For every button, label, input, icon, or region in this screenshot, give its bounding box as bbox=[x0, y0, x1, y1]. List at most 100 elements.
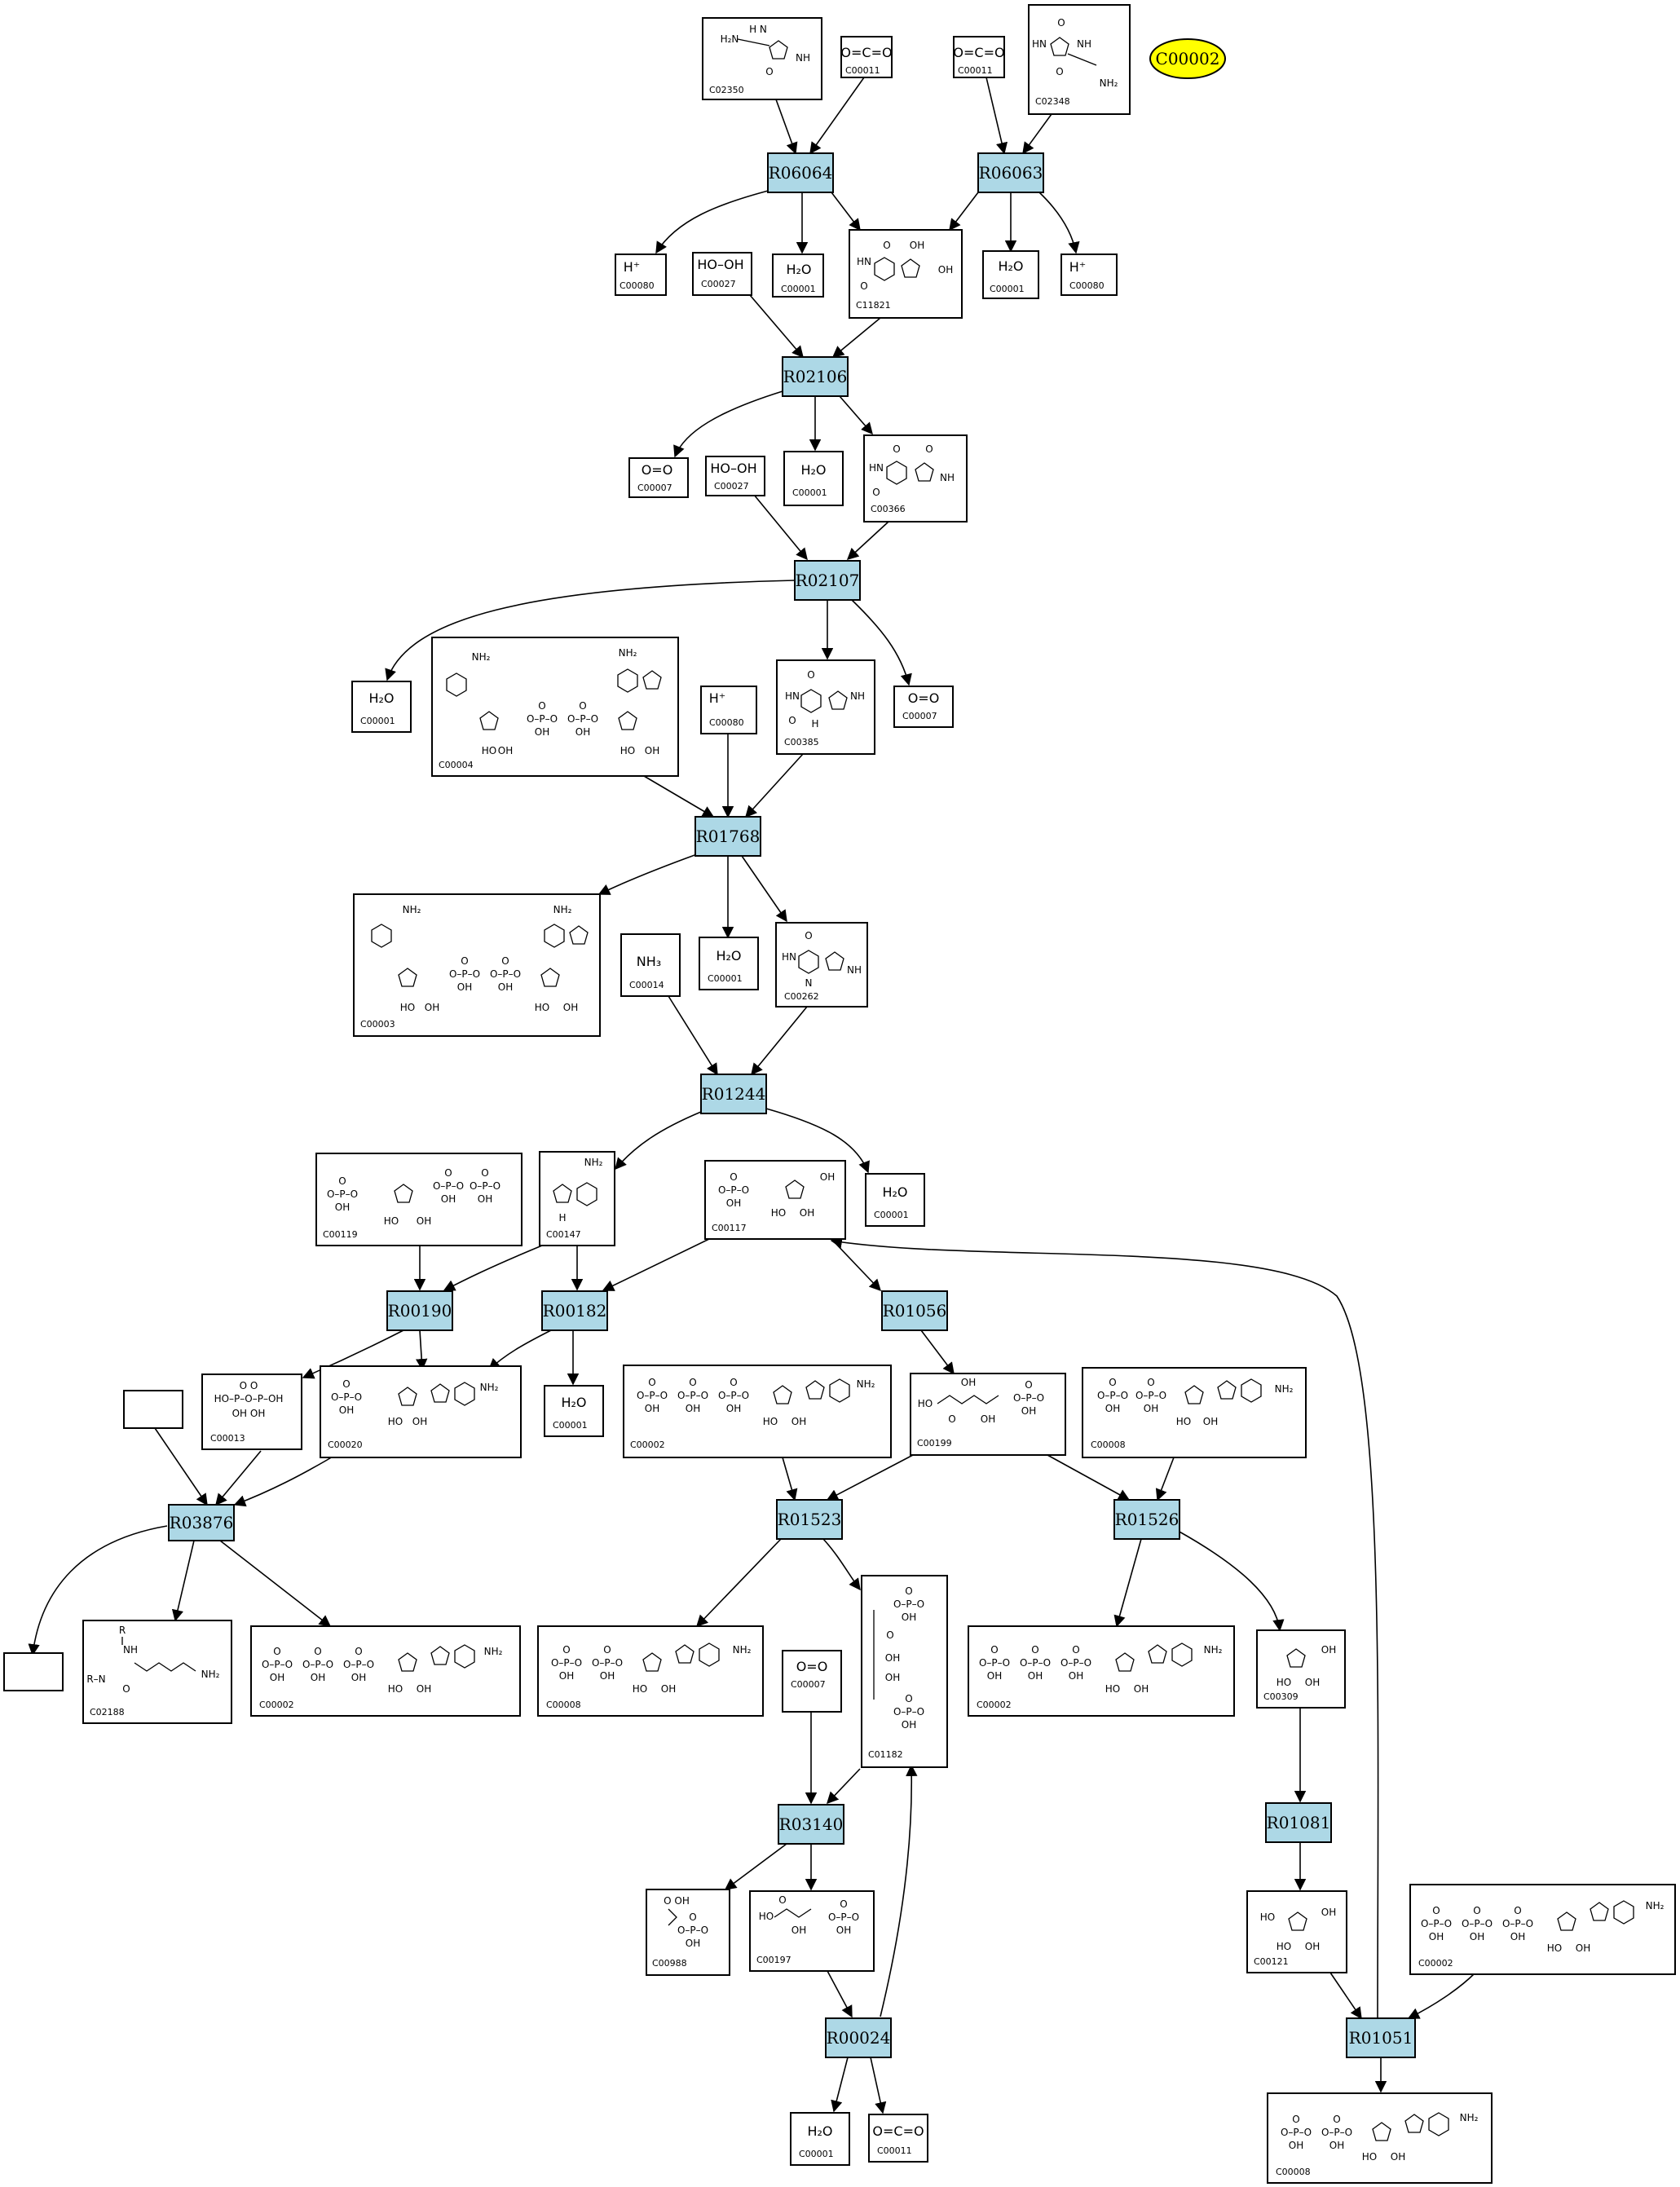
svg-text:NH₂: NH₂ bbox=[201, 1669, 220, 1680]
reaction-r02106[interactable]: R02106 bbox=[782, 356, 849, 397]
compound-c00197[interactable]: HO O OH C00197 bbox=[749, 1890, 875, 1972]
compound-c00011b[interactable]: O=C=O C00011 bbox=[953, 36, 1005, 78]
compound-c00262[interactable]: O HN NH N C00262 bbox=[775, 922, 868, 1008]
highlight-c00002[interactable]: C00002 bbox=[1149, 38, 1226, 79]
reaction-r01526[interactable]: R01526 bbox=[1113, 1499, 1180, 1540]
edge-c00117-r00182 bbox=[602, 1238, 710, 1291]
compound-c00117[interactable]: OH HO OH C00117 bbox=[704, 1160, 846, 1240]
svg-text:C00001: C00001 bbox=[781, 284, 816, 294]
compound-c00008c[interactable]: NH₂ HO OH C00008 bbox=[1267, 2092, 1493, 2184]
svg-text:NH₂: NH₂ bbox=[1204, 1644, 1223, 1656]
compound-c00002a[interactable]: NH₂ HO OH C00002 bbox=[623, 1365, 892, 1458]
svg-text:H⁺: H⁺ bbox=[1069, 259, 1086, 275]
compound-c00027a[interactable]: HO–OH C00027 bbox=[692, 252, 752, 296]
compound-c00007b[interactable]: O=O C00007 bbox=[893, 686, 954, 728]
reaction-r06064[interactable]: R06064 bbox=[767, 152, 834, 193]
edge-cblank1-r03876 bbox=[154, 1427, 208, 1506]
compound-c00001g[interactable]: H₂O C00001 bbox=[544, 1385, 604, 1437]
reaction-r00024[interactable]: R00024 bbox=[825, 2017, 892, 2058]
reaction-r03140[interactable]: R03140 bbox=[778, 1804, 844, 1845]
compound-c00001h[interactable]: H₂O C00001 bbox=[790, 2112, 850, 2166]
compound-c02188[interactable]: R NH R–N NH₂ O C02188 bbox=[82, 1620, 232, 1724]
compound-c00121[interactable]: HO OH HO OH C00121 bbox=[1246, 1890, 1347, 1973]
reaction-r01244[interactable]: R01244 bbox=[700, 1074, 767, 1114]
compound-c00199[interactable]: HO O OH OH C00199 bbox=[910, 1373, 1066, 1456]
compound-blank-bottom[interactable] bbox=[3, 1652, 64, 1691]
compound-c00007c[interactable]: O=O C00007 bbox=[782, 1650, 842, 1713]
compound-c00001f[interactable]: H₂O C00001 bbox=[865, 1173, 925, 1227]
svg-text:OH: OH bbox=[417, 1215, 431, 1227]
svg-text:C00001: C00001 bbox=[553, 1420, 588, 1431]
svg-text:H₂O: H₂O bbox=[561, 1395, 586, 1410]
compound-c00002b[interactable]: NH₂ HO OH C00002 bbox=[250, 1625, 521, 1717]
svg-text:OH: OH bbox=[498, 745, 513, 756]
svg-text:NH₂: NH₂ bbox=[553, 904, 572, 915]
svg-text:OH: OH bbox=[885, 1672, 900, 1683]
reaction-r00190[interactable]: R00190 bbox=[386, 1290, 453, 1331]
hydroxyisourate-structure: O OH HN OH O bbox=[857, 240, 953, 292]
svg-text:OH: OH bbox=[1576, 1942, 1590, 1954]
compound-c00001e[interactable]: H₂O C00001 bbox=[699, 937, 759, 990]
compound-c00027b[interactable]: HO–OH C00027 bbox=[705, 456, 765, 496]
reaction-r00182[interactable]: R00182 bbox=[541, 1290, 608, 1331]
diphosphate-structure: O O HO–P–O–P–OH OH OH bbox=[214, 1380, 284, 1419]
compound-c00001b[interactable]: H₂O C00001 bbox=[982, 250, 1039, 299]
compound-c00002d[interactable]: NH₂ HO OH C00002 bbox=[1409, 1884, 1676, 1975]
compound-c00001c[interactable]: H₂O C00001 bbox=[783, 451, 844, 506]
reaction-r02107[interactable]: R02107 bbox=[794, 560, 861, 601]
reaction-r01081[interactable]: R01081 bbox=[1265, 1802, 1332, 1843]
compound-c00014[interactable]: NH₃ C00014 bbox=[620, 933, 681, 997]
compound-c00001a[interactable]: H₂O C00001 bbox=[772, 254, 824, 298]
compound-c00011a[interactable]: O=C=O C00011 bbox=[840, 36, 893, 78]
ribulose5p-structure: HO O OH OH bbox=[918, 1377, 1045, 1425]
compound-c01182[interactable]: O OH OH C01182 bbox=[861, 1575, 948, 1768]
compound-c02348[interactable]: O HN NH O NH₂ C02348 bbox=[1028, 4, 1131, 115]
svg-text:C00002: C00002 bbox=[259, 1700, 294, 1710]
compound-c00020[interactable]: NH₂ HO OH C00020 bbox=[320, 1365, 522, 1458]
compound-c00002c[interactable]: NH₂ HO OH C00002 bbox=[968, 1625, 1235, 1717]
compound-c00008[interactable]: NH₂ HO OH C00008 bbox=[1082, 1367, 1307, 1458]
edge-r00024-c01182 bbox=[880, 1764, 918, 2017]
svg-text:C00027: C00027 bbox=[701, 279, 736, 289]
compound-c00080b[interactable]: H⁺ C00080 bbox=[1060, 254, 1118, 296]
reaction-r01056[interactable]: R01056 bbox=[881, 1290, 948, 1331]
reaction-r01768[interactable]: R01768 bbox=[694, 816, 761, 857]
compound-c00309[interactable]: OH HO OH C00309 bbox=[1256, 1629, 1346, 1709]
compound-c00007a[interactable]: O=O C00007 bbox=[628, 457, 689, 498]
compound-c00011c[interactable]: O=C=O C00011 bbox=[868, 2114, 928, 2163]
svg-text:R01526: R01526 bbox=[1115, 1510, 1180, 1529]
compound-c00003a[interactable]: NH₂ HO OH NH₂ HO OH C00003 bbox=[353, 893, 601, 1037]
edge-r00182-c00020 bbox=[487, 1328, 555, 1370]
svg-text:C00001: C00001 bbox=[799, 2149, 834, 2159]
compound-c00366[interactable]: O O HN NH O C00366 bbox=[863, 434, 968, 522]
edge-c02350-r06064 bbox=[775, 99, 798, 155]
reaction-r01523[interactable]: R01523 bbox=[776, 1499, 843, 1540]
compound-c02350[interactable]: H₂N H N NH O C02350 bbox=[702, 17, 822, 100]
svg-text:C00119: C00119 bbox=[323, 1229, 358, 1240]
svg-text:C00309: C00309 bbox=[1263, 1691, 1299, 1702]
compound-c00080c[interactable]: H⁺ C00080 bbox=[700, 686, 757, 734]
edge-r06063-c00080b bbox=[1038, 192, 1080, 254]
reaction-r06063[interactable]: R06063 bbox=[977, 152, 1044, 193]
svg-text:NH₂: NH₂ bbox=[1100, 77, 1118, 89]
compound-c00080a[interactable]: H⁺ C00080 bbox=[615, 254, 667, 296]
svg-text:C00011: C00011 bbox=[877, 2145, 912, 2156]
edges bbox=[28, 77, 1476, 2114]
svg-text:R01081: R01081 bbox=[1267, 1813, 1331, 1832]
compound-c00988[interactable]: O OH C00988 bbox=[646, 1889, 730, 1976]
compound-c00001d[interactable]: H₂O C00001 bbox=[351, 681, 412, 733]
compound-c00147[interactable]: NH₂ H C00147 bbox=[539, 1151, 615, 1246]
compound-blank-top[interactable] bbox=[123, 1390, 183, 1429]
compound-c00004[interactable]: NH₂ HO OH NH₂ HO OH C00004 bbox=[431, 637, 679, 777]
reaction-r01051[interactable]: R01051 bbox=[1346, 2017, 1416, 2058]
compound-c00385[interactable]: O HN NH O H C00385 bbox=[776, 659, 875, 755]
svg-text:O: O bbox=[860, 280, 867, 292]
svg-text:OH: OH bbox=[412, 1416, 427, 1427]
reaction-r03876[interactable]: R03876 bbox=[168, 1504, 235, 1541]
compound-c11821[interactable]: O OH HN OH O C11821 bbox=[849, 229, 963, 319]
compound-c00008b[interactable]: NH₂ HO OH C00008 bbox=[537, 1625, 764, 1717]
svg-text:O=O: O=O bbox=[908, 690, 940, 706]
compound-c00013[interactable]: O O HO–P–O–P–OH OH OH C00013 bbox=[201, 1373, 302, 1450]
svg-text:R–N: R–N bbox=[86, 1673, 105, 1685]
compound-c00119[interactable]: HO OH C00119 bbox=[315, 1153, 523, 1246]
